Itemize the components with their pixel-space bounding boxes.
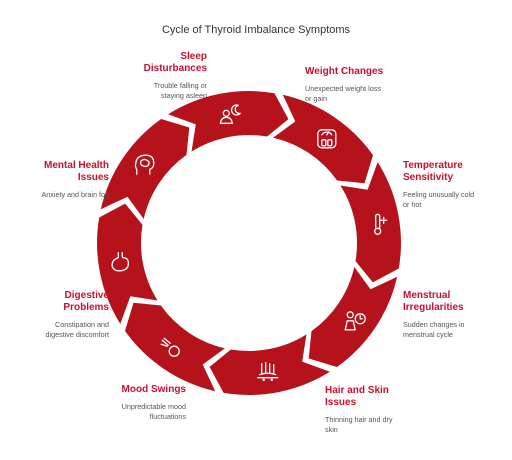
segment-description: Unpredictable mood fluctuations [121,402,186,421]
ring-segment [273,94,373,184]
hair-skin-icon [257,362,279,381]
diagram-title: Cycle of Thyroid Imbalance Symptoms [161,24,351,36]
label-weight-changes: Weight Changes Unexpected weight loss or… [305,66,430,103]
ring-segment [125,302,225,392]
thermometer-icon [374,213,388,235]
segment-description: Unexpected weight loss or gain [305,84,381,103]
segment-heading: Hair and Skin Issues [325,385,389,408]
brain-head-icon [134,154,155,175]
segment-description: Constipation and digestive discomfort [45,320,109,339]
scale-icon [317,129,337,149]
ring-segment [340,162,401,283]
segment-heading: Digestive Problems [63,290,109,313]
cycle-ring [97,91,401,395]
mood-ball-icon [160,337,180,357]
segment-heading: Mood Swings [121,384,186,395]
ring-segment [97,203,158,324]
segment-heading: Sleep Disturbances [143,51,207,74]
segment-heading: Temperature Sensitivity [403,160,463,183]
label-digestive-problems: Digestive Problems Constipation and dige… [0,290,109,339]
label-mood-swings: Mood Swings Unpredictable mood fluctuati… [61,384,186,421]
label-menstrual-irregularities: Menstrual Irregularities Sudden changes … [403,290,512,339]
label-sleep-disturbances: Sleep Disturbances Trouble falling or st… [82,51,207,100]
label-temperature-sensitivity: Temperature Sensitivity Feeling unusuall… [403,160,512,209]
stomach-icon [111,252,130,272]
label-hair-and-skin-issues: Hair and Skin Issues Thinning hair and d… [325,385,450,434]
segment-heading: Mental Health Issues [43,160,109,183]
ring-segment [100,119,190,219]
icon-layer [111,104,388,381]
ring-segment [168,91,289,152]
segment-description: Feeling unusually cold or hot [403,190,475,209]
segment-description: Thinning hair and dry skin [325,415,393,434]
sleep-icon [219,104,241,124]
segment-heading: Menstrual Irregularities [403,290,464,313]
woman-clock-icon [344,311,366,331]
segment-description: Sudden changes in menstrual cycle [403,320,465,339]
segment-description: Trouble falling or staying asleep [153,81,207,100]
label-mental-health-issues: Mental Health Issues Anxiety and brain f… [0,160,109,200]
segment-heading: Weight Changes [305,66,384,77]
segment-description: Anxiety and brain fog [41,190,109,199]
